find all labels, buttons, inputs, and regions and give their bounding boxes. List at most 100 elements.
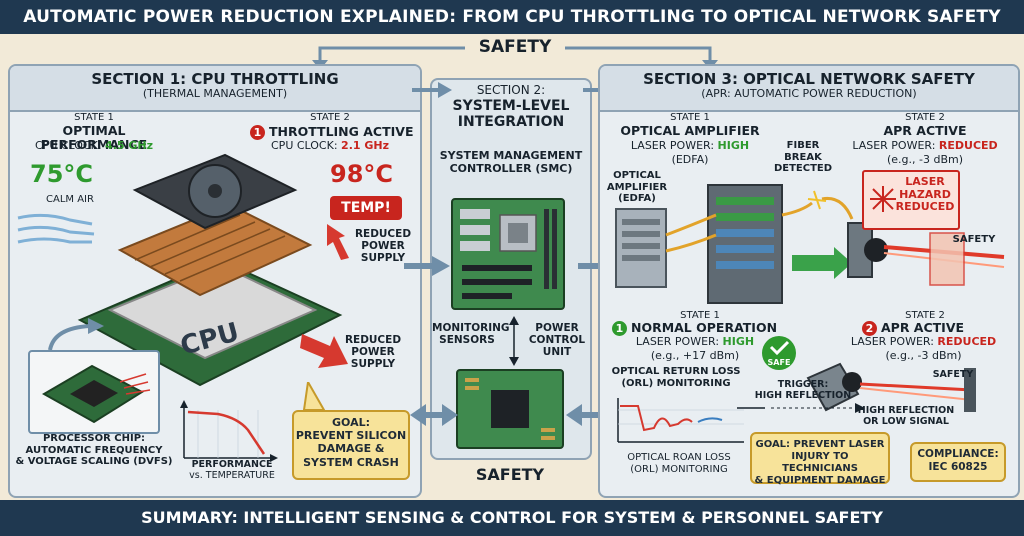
reduced-power-2-line3: SUPPLY [350,358,396,371]
s3-bot-state2-example: (e.g., -3 dBm) [885,349,962,362]
s1-state2-label: STATE 2 [310,112,350,123]
section1-title: SECTION 1: CPU THROTTLING [91,70,339,88]
power-control-unit-label: POWER CONTROL UNIT [526,322,588,358]
section2-title-line2: INTEGRATION [457,113,565,130]
section3-title: SECTION 3: OPTICAL NETWORK SAFETY [643,70,975,88]
s3-power-label: LASER POWER: [630,139,715,152]
s3-top-state2-label: STATE 2 [905,112,945,123]
s1-goal-line1: GOAL: [331,416,370,429]
orl-top-line2: (ORL) MONITORING [621,377,731,389]
monitoring-line2: SENSORS [439,334,495,347]
laser-hazard-line1: LASER [905,175,945,188]
s3-top-state1-power: LASER POWER: HIGH [610,139,770,153]
graph-caption-line1: PERFORMANCE [191,459,273,470]
s1-state2-name: THROTTLING ACTIVE [268,124,414,139]
safety-sign-bottom: SAFETY [932,369,974,380]
red-arrow-2 [300,334,348,368]
title-banner: AUTOMATIC POWER REDUCTION EXPLAINED: FRO… [0,0,1024,34]
fiber-break-line3: DETECTED [773,163,833,174]
s3-bot-state2-name: APR ACTIVE [880,320,965,335]
air-flow-icon [17,213,95,244]
amp-label: OPTICAL AMPLIFIER (EDFA) [602,170,672,205]
section3-panel: SECTION 3: OPTICAL NETWORK SAFETY (APR: … [598,64,1020,498]
graph-caption: PERFORMANCE vs. TEMPERATURE [172,459,292,482]
section1-header: SECTION 1: CPU THROTTLING (THERMAL MANAG… [10,66,420,112]
high-reflection-line2: OR LOW SIGNAL [863,415,949,427]
s3-goal-line2: INJURY TO TECHNICIANS [782,451,858,474]
section2-title-small: SECTION 2: [476,83,546,97]
s1-clock-value: 4.5 GHz [105,139,153,152]
compliance-line2: IEC 60825 [928,460,988,473]
s1-state2-name-row: 1 THROTTLING ACTIVE [250,124,415,140]
s3-top-state1-name: OPTICAL AMPLIFIER [620,123,760,138]
reduced-power-1-line2: POWER [361,240,405,253]
goal-pointer [302,382,326,411]
arrow-s1-to-s2-top [412,82,452,98]
compliance-line1: COMPLIANCE: [917,448,999,460]
s3-goal-line1: GOAL: PREVENT LASER [755,439,885,450]
section3-header: SECTION 3: OPTICAL NETWORK SAFETY (APR: … [600,66,1018,112]
s1-clock-label: CPU CLOCK: [35,139,102,152]
s1-clock2-value: 2.1 GHz [341,139,389,152]
s1-state1-clock: CPU CLOCK: 4.5 GHz [14,139,174,153]
s1-temp-normal: 75°C [30,160,94,188]
chip-caption-line3: & VOLTAGE SCALING (DVFS) [15,456,173,467]
laser-hazard-line2: HAZARD [899,187,951,201]
s1-state1-name: OPTIMAL PERFORMANCE [40,123,148,153]
smc-label-line1: SYSTEM MANAGEMENT [439,148,583,162]
reduced-power-2-line2: POWER [351,346,395,359]
s3-bot-state1-name-row: 1 NORMAL OPERATION [612,320,802,336]
s3-bot-power-value: HIGH [722,335,755,348]
summary-banner: SUMMARY: INTELLIGENT SENSING & CONTROL F… [0,500,1024,536]
monitoring-line1: MONITORING [432,322,510,334]
s3-bot-state2-power: LASER POWER: REDUCED [836,335,1011,349]
orl-bottom-line1: OPTICAL ROAN LOSS [627,452,731,463]
reduced-power-1-line3: SUPPLY [360,252,406,265]
s3-bot-state2-label: STATE 2 [905,310,945,321]
s3-bot-power2-value: REDUCED [937,335,997,348]
reduced-power-1: REDUCED POWER SUPPLY [350,228,416,264]
s3-bot-state1-power: LASER POWER: HIGH [610,335,780,349]
safe-label: SAFE [767,358,791,367]
s3-top-state2-example: (e.g., -3 dBm) [886,153,964,166]
arrow-s1-to-s2-mid [404,256,450,276]
graph-caption-line2: vs. TEMPERATURE [189,469,275,481]
laser-burst-icon [870,186,896,212]
section3-goal: GOAL: PREVENT LASER INJURY TO TECHNICIAN… [750,432,890,486]
s3-bot-state1-example: (e.g., +17 dBm) [650,349,740,362]
motherboard-illustration [451,198,565,310]
s3-bot-power2-label: LASER POWER: [850,335,934,348]
arrow-s1-s2-bidir [410,404,458,426]
laser-emitter-illustration [806,362,976,412]
s1-goal-line2: PREVENT SILICON [295,429,407,443]
safety-top-label: SAFETY [478,37,552,57]
reduced-power-2: REDUCED POWER SUPPLY [338,334,408,370]
chip-caption-line2: AUTOMATIC FREQUENCY [25,444,163,456]
fiber-break-label: FIBER BREAK DETECTED [768,140,838,175]
amp-label-line3: (EDFA) [618,193,656,204]
control-unit-board [456,369,564,449]
section2-title: SYSTEM-LEVEL INTEGRATION [432,98,590,130]
s1-goal-line3: DAMAGE & [317,442,385,456]
smc-label: SYSTEM MANAGEMENT CONTROLLER (SMC) [432,148,590,175]
temp-warning-tag: TEMP! [330,196,402,220]
chip-icon [41,364,151,424]
s1-state2-badge: 1 [250,125,265,140]
vertical-double-arrow [509,316,519,366]
safety-bottom-label: SAFETY [475,465,545,484]
s1-temp-hot: 98°C [330,160,394,188]
trigger-line [737,403,865,413]
section1-subtitle: (THERMAL MANAGEMENT) [142,87,288,101]
s3-bot-power-label: LASER POWER: [635,335,720,348]
s1-goal-line4: SYSTEM CRASH [303,455,399,469]
trigger-line1: TRIGGER: [777,379,829,390]
orl-bottom-label: OPTICAL ROAN LOSS (ORL) MONITORING [604,452,754,475]
s1-clock2-label: CPU CLOCK: [271,139,338,152]
fiber-break-line1: FIBER [786,140,820,151]
chip-caption: PROCESSOR CHIP: AUTOMATIC FREQUENCY & VO… [14,433,174,468]
reduced-power-2-line1: REDUCED [344,334,402,346]
performance-graph [180,400,278,462]
summary-text: SUMMARY: INTELLIGENT SENSING & CONTROL F… [141,508,883,527]
s3-top-state1-device: (EDFA) [671,153,709,166]
section3-subtitle: (APR: AUTOMATIC POWER REDUCTION) [701,87,917,101]
